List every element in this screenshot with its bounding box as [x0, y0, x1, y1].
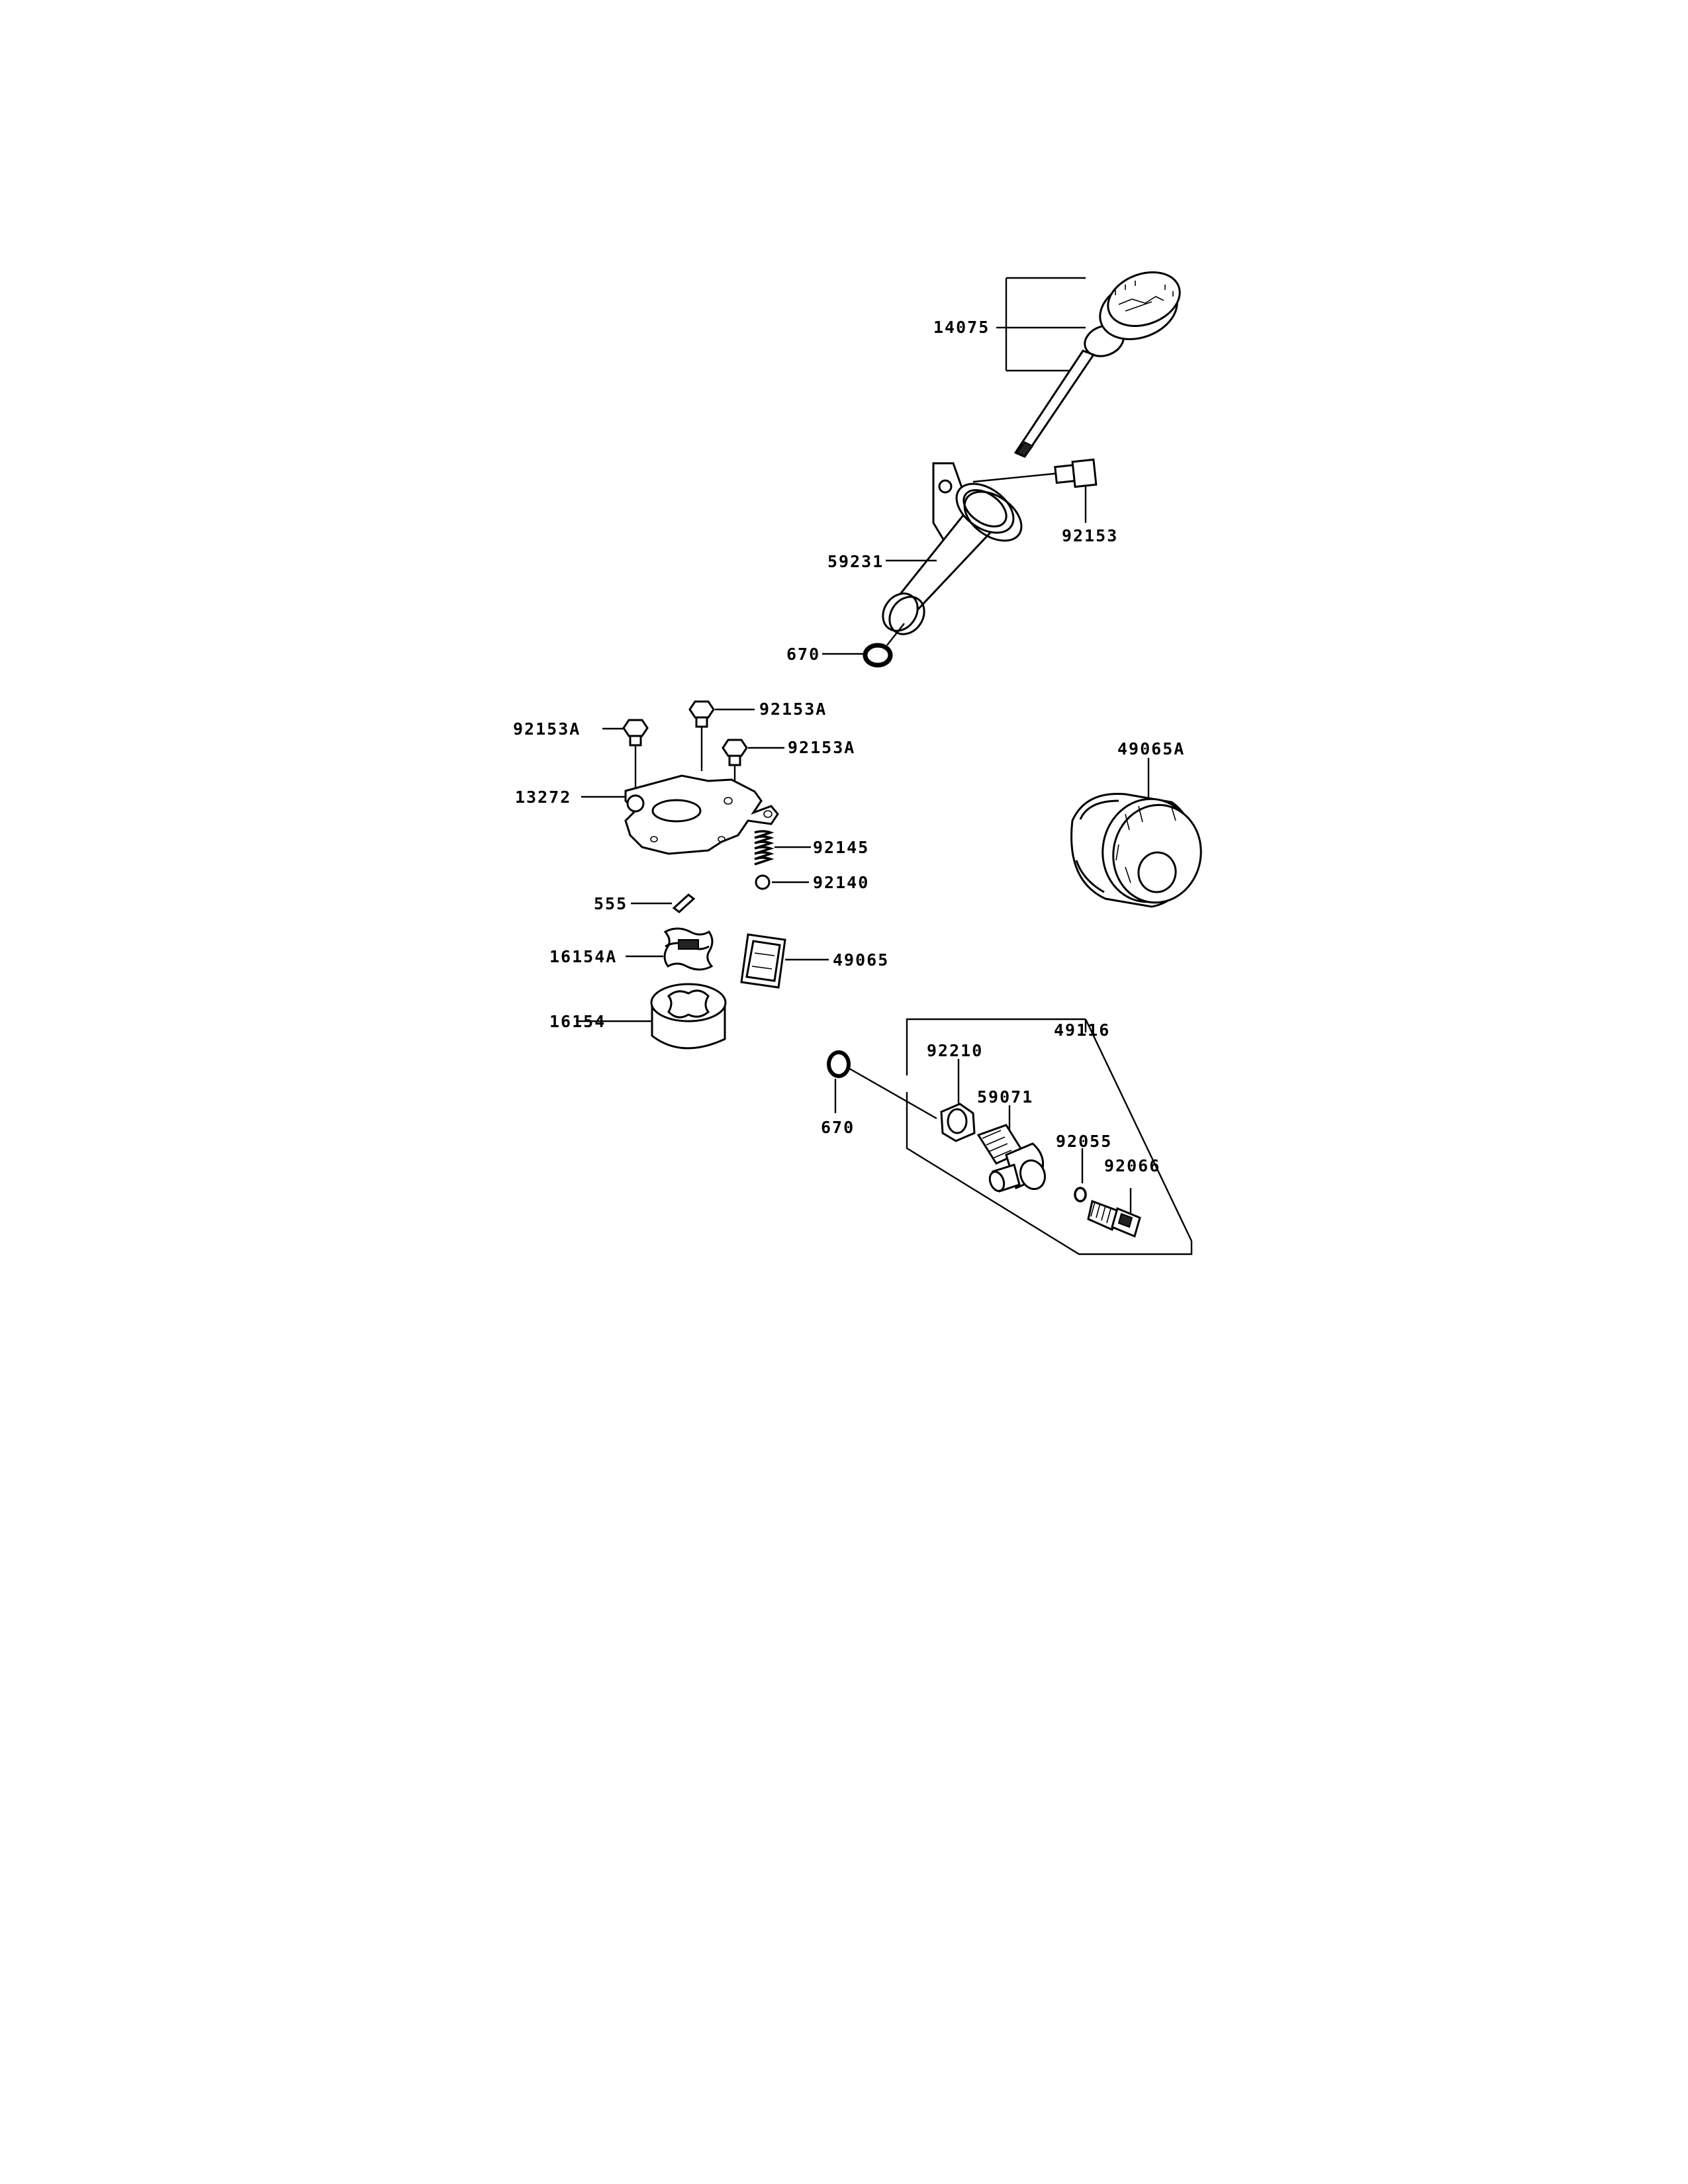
kit-outline-part-49116: [906, 1018, 1193, 1255]
o-ring-part-670-bottom: [827, 1050, 937, 1120]
label-59231: 59231: [827, 552, 884, 571]
label-92153: 92153: [1062, 526, 1118, 545]
label-92066: 92066: [1104, 1156, 1160, 1175]
bolt-part-92153A-right: [722, 739, 784, 794]
outer-rotor-part-16154: [576, 983, 727, 1050]
label-14075: 14075: [933, 318, 990, 337]
label-555: 555: [594, 894, 628, 913]
label-92055: 92055: [1056, 1132, 1112, 1151]
label-59071: 59071: [977, 1087, 1033, 1107]
label-92145: 92145: [813, 838, 869, 857]
spring-part-92145: [754, 830, 811, 866]
nut-part-92210: [940, 1059, 976, 1142]
ball-part-92140: [755, 874, 809, 890]
label-92153A-top: 92153A: [759, 700, 827, 719]
bolt-part-92153: [972, 458, 1098, 523]
bolt-part-92153A-left: [602, 719, 649, 788]
oil-filter-part-49065A: [1070, 758, 1202, 908]
filler-tube-part-59231: [882, 462, 1023, 635]
label-49116: 49116: [1054, 1021, 1110, 1040]
label-92153A-right: 92153A: [788, 738, 855, 757]
pump-cover-part-13272: [581, 774, 779, 855]
label-49065: 49065: [833, 950, 889, 970]
label-16154: 16154: [549, 1012, 606, 1031]
inner-rotor-part-16154A: [626, 927, 714, 971]
label-49065A: 49065A: [1117, 739, 1185, 758]
label-13272: 13272: [515, 788, 571, 807]
pin-part-555: [631, 893, 696, 913]
gasket-part-49065: [740, 933, 829, 989]
label-16154A: 16154A: [549, 947, 617, 966]
label-670-top: 670: [786, 645, 820, 664]
dipstick-part-14075: [996, 271, 1181, 458]
label-92140: 92140: [813, 873, 869, 892]
o-ring-part-92055: [1074, 1148, 1087, 1203]
drain-bolt-part-92066: [1087, 1188, 1141, 1238]
label-92153A-left: 92153A: [513, 719, 581, 739]
label-670-bottom: 670: [821, 1118, 855, 1137]
label-92210: 92210: [927, 1041, 983, 1060]
bolt-part-92153A-top: [688, 700, 755, 771]
o-ring-part-670-top: [822, 623, 905, 668]
fitting-part-59071: [976, 1105, 1047, 1193]
